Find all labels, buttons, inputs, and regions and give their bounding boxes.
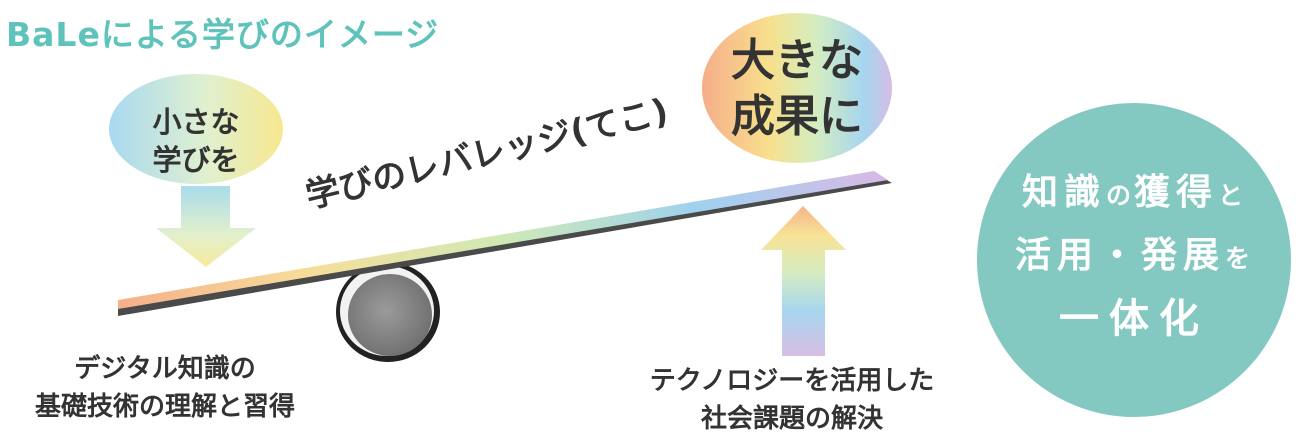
caption-left-line2: 基礎技術の理解と習得 (34, 392, 295, 422)
big-bubble (702, 13, 892, 163)
goal-particle-no: の (1105, 181, 1134, 210)
lever-beam (118, 171, 892, 316)
goal-word-use: 活用 (1014, 235, 1099, 276)
down-arrow-icon (156, 186, 256, 267)
big-bubble-text: 大きな 成果に (712, 33, 882, 145)
caption-right: テクノロジーを活用した 社会課題の解決 (612, 362, 972, 438)
goal-word-development: 発展 (1141, 235, 1226, 276)
goal-word-knowledge: 知識 (1021, 172, 1106, 213)
page-title: BaLeによる学びのイメージ (6, 15, 440, 54)
caption-right-line1: テクノロジーを活用した (649, 366, 935, 396)
goal-separator: ・ (1098, 235, 1141, 276)
small-bubble-line1: 小さな (152, 105, 240, 139)
goal-word-acquisition: 獲得 (1134, 172, 1219, 213)
up-arrow-icon (761, 206, 846, 356)
goal-particle-wo: を (1225, 244, 1254, 273)
goal-particle-to: と (1218, 181, 1247, 210)
caption-left-line1: デジタル知識の (74, 354, 256, 384)
caption-left: デジタル知識の 基礎技術の理解と習得 (0, 350, 330, 426)
small-bubble-text: 小さな 学びを (131, 103, 261, 179)
big-bubble-line1: 大きな (731, 35, 863, 86)
goal-line2: 活用・発展を (977, 226, 1291, 289)
small-bubble (109, 74, 283, 184)
goal-line1: 知識の獲得と (977, 163, 1291, 226)
caption-right-line2: 社会課題の解決 (700, 404, 883, 434)
goal-circle (977, 103, 1291, 417)
goal-line3: 一体化 (1059, 296, 1209, 342)
small-bubble-line2: 学びを (152, 143, 240, 177)
big-bubble-line2: 成果に (731, 91, 863, 142)
goal-text: 知識の獲得と 活用・発展を 一体化 (977, 163, 1291, 349)
fulcrum-icon (336, 262, 440, 362)
